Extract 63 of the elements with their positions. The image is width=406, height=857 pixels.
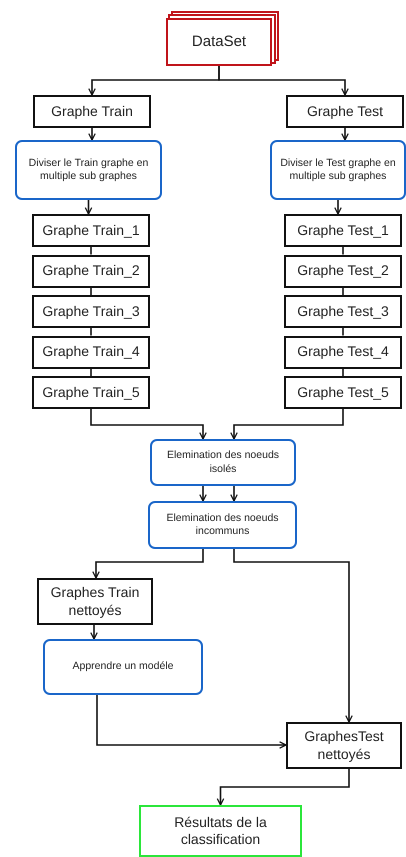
node-label: Graphes Train nettoyés xyxy=(50,584,140,619)
connector-line xyxy=(90,368,92,376)
process-box xyxy=(286,95,404,128)
process-box xyxy=(32,254,150,288)
process-rounded-box xyxy=(43,639,203,695)
process-rounded-box xyxy=(270,140,406,200)
node-label: DataSet xyxy=(190,32,248,52)
process-box xyxy=(37,578,153,625)
connector-line xyxy=(342,368,344,376)
node-label: Diviser le Test graphe en multiple sub graphes xyxy=(279,156,397,184)
connector-line xyxy=(90,328,92,336)
arrow xyxy=(216,769,350,806)
arrow xyxy=(218,66,349,96)
arrow xyxy=(92,549,204,579)
process-box xyxy=(32,336,150,368)
node-label: Graphe Train xyxy=(50,102,134,120)
node-label: Elemination des noeuds isolés xyxy=(166,449,280,476)
node-label: Diviser le Train graphe en multiple sub graphes xyxy=(28,156,150,184)
arrow xyxy=(88,128,96,141)
node-label: Graphe Test_1 xyxy=(296,222,390,240)
node-label: Graphe Test_4 xyxy=(296,343,390,361)
arrow xyxy=(334,200,342,215)
node-label: Graphe Test_5 xyxy=(296,384,390,402)
node-label: Graphe Train_1 xyxy=(41,222,141,240)
process-box xyxy=(286,722,402,769)
node-label: Apprendre un modéle xyxy=(72,660,174,674)
process-rounded-box xyxy=(150,439,296,486)
node-label: Graphe Train_5 xyxy=(41,384,141,402)
connector-line xyxy=(342,328,344,336)
node-label: Graphe Test_2 xyxy=(296,262,390,280)
arrow xyxy=(341,128,349,141)
node-label: Graphe Train_4 xyxy=(41,343,141,361)
result-box xyxy=(139,805,302,857)
arrow xyxy=(90,409,207,440)
node-label: Graphe Test xyxy=(306,102,384,120)
node-label: Graphe Train_3 xyxy=(41,302,141,320)
process-rounded-box xyxy=(15,140,162,200)
node-label: Elemination des noeuds incommuns xyxy=(165,512,280,538)
connector-line xyxy=(90,288,92,295)
node-label: Graphe Train_2 xyxy=(41,262,141,280)
arrow xyxy=(233,549,353,723)
process-rounded-box xyxy=(148,501,297,549)
connector-line xyxy=(342,247,344,254)
node-label: Résultats de la classification xyxy=(173,814,268,848)
process-box xyxy=(32,376,150,409)
process-box xyxy=(33,95,151,128)
process-box xyxy=(284,214,402,247)
process-box xyxy=(284,295,402,328)
node-label: GraphesTest nettoyés xyxy=(303,728,385,763)
arrow xyxy=(96,695,287,749)
process-box xyxy=(284,336,402,368)
process-box xyxy=(284,376,402,409)
connector-line xyxy=(90,247,92,254)
process-box xyxy=(284,254,402,288)
arrow xyxy=(230,409,344,440)
arrow xyxy=(199,486,207,502)
connector-line xyxy=(342,288,344,295)
arrow xyxy=(90,625,98,640)
arrow xyxy=(84,200,92,215)
arrow xyxy=(230,486,238,502)
node-label: Graphe Test_3 xyxy=(296,302,390,320)
process-box xyxy=(32,214,150,247)
process-box xyxy=(32,295,150,328)
